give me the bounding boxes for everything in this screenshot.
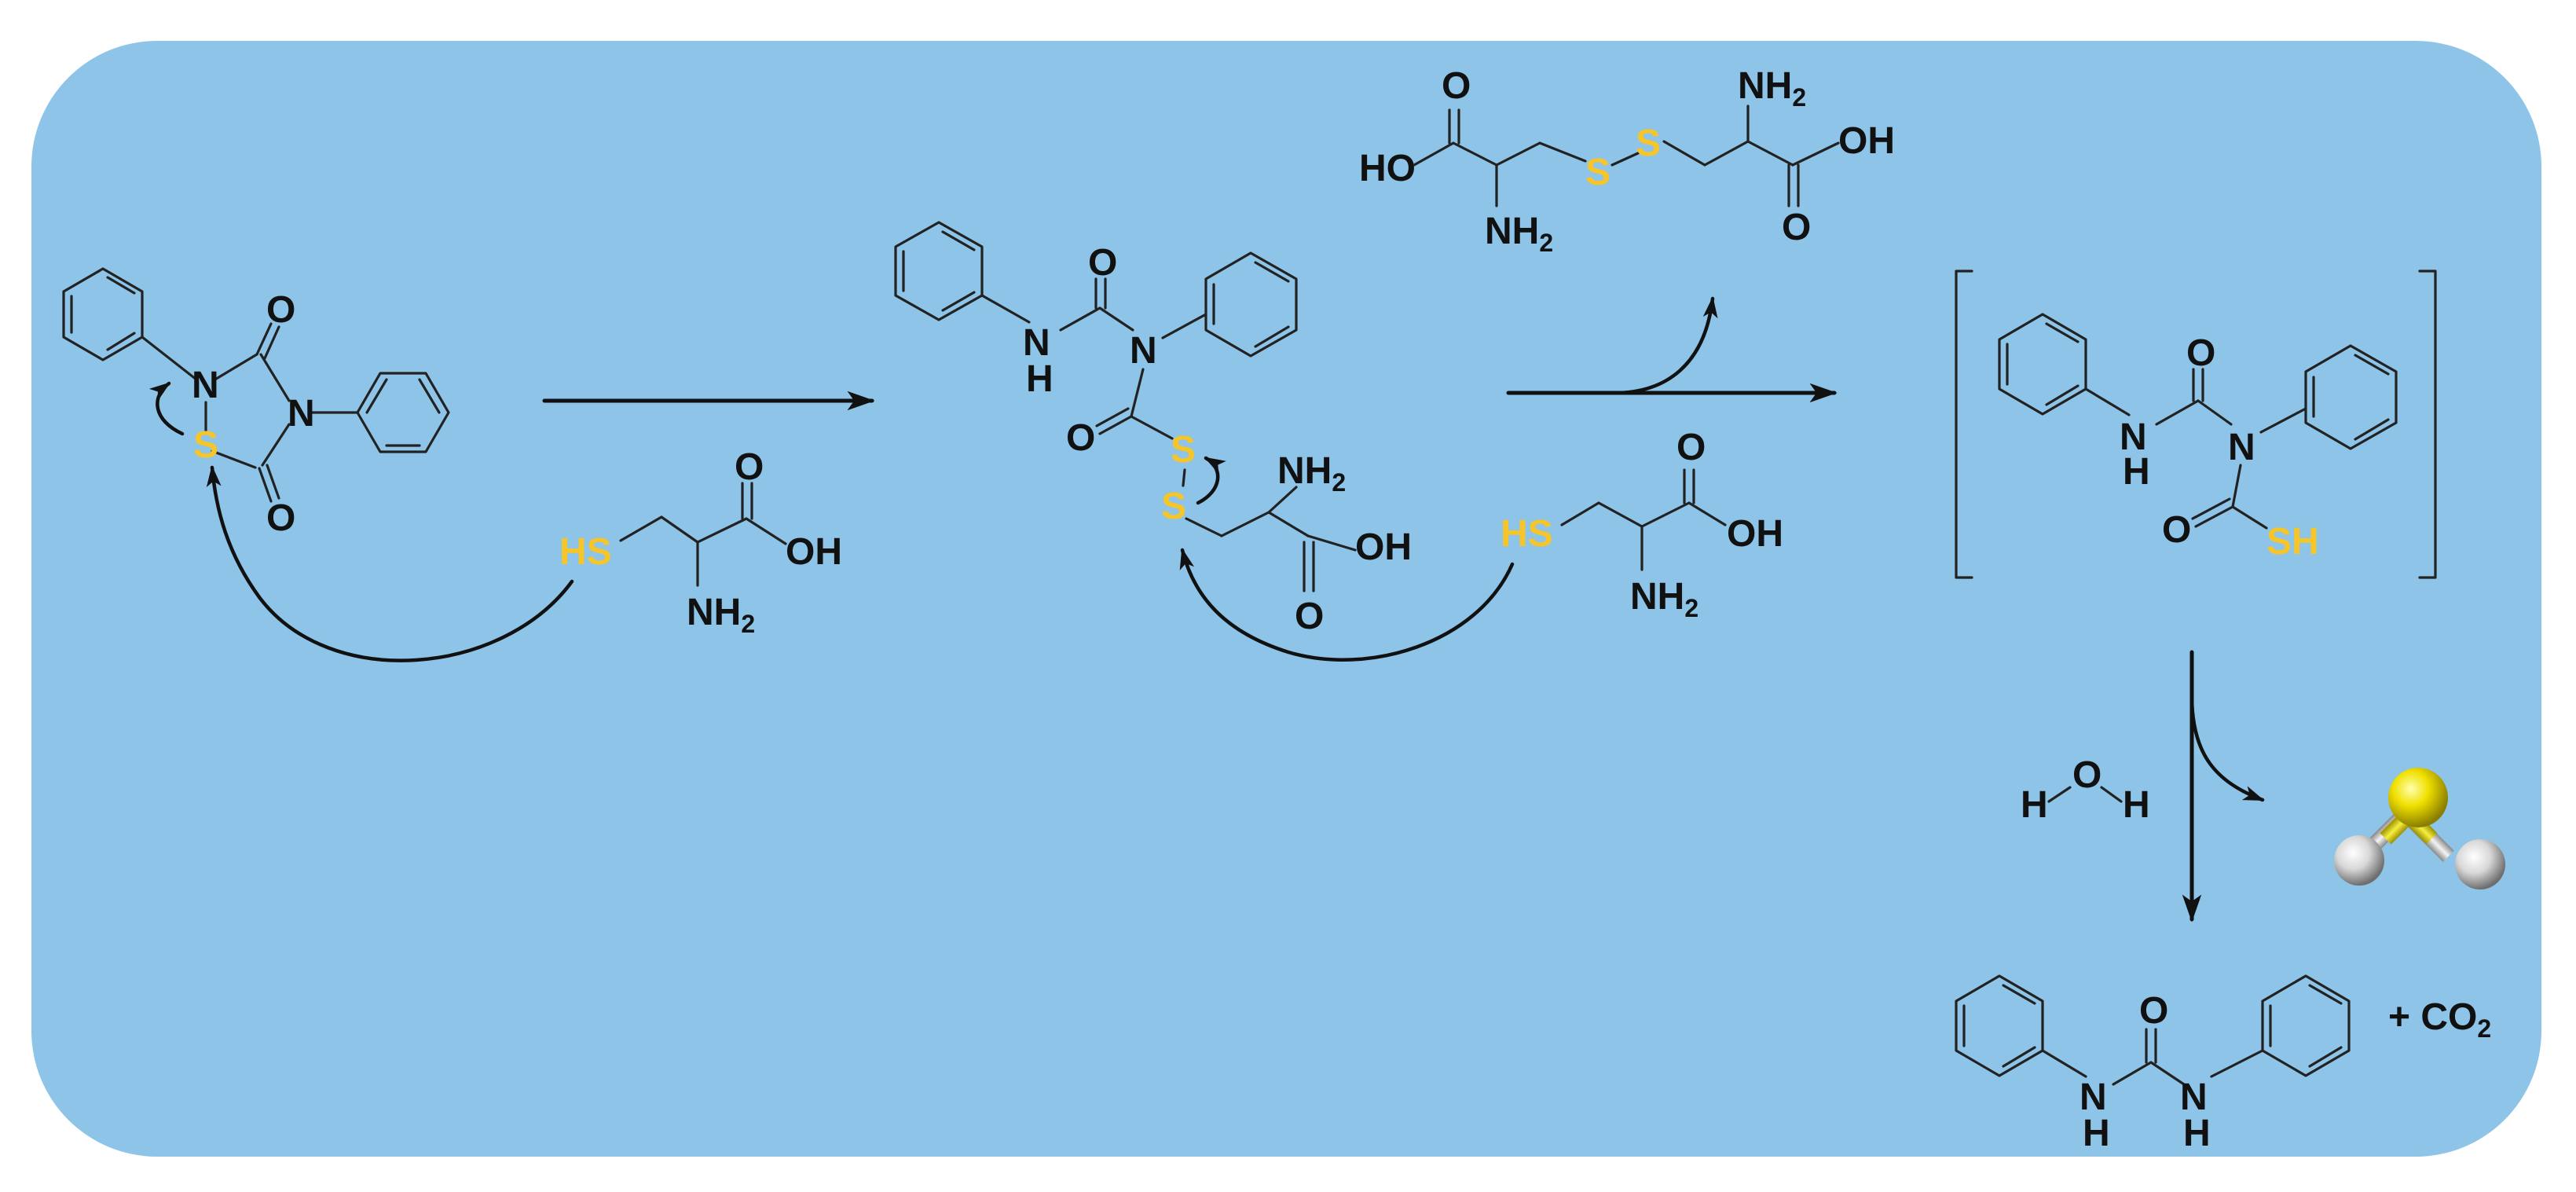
h2s-ball-and-stick-model — [2334, 768, 2505, 889]
atom-hs: HS — [559, 531, 612, 573]
atom-s-ring: S — [193, 424, 218, 466]
atom-nh-mol2: N — [1023, 322, 1050, 364]
atom-hs-2: HS — [1501, 513, 1553, 555]
molecule-dithiazolidinedione: N N S O O — [62, 267, 450, 539]
atom-o-urea: O — [2139, 990, 2168, 1032]
atom-o-cys2: O — [1676, 427, 1706, 468]
atom-o-urea-mol2: O — [1088, 242, 1117, 284]
atom-oh-cys1: OH — [786, 531, 842, 573]
atom-o-urea-int: O — [2186, 332, 2215, 374]
atom-sh-int: SH — [2266, 521, 2319, 563]
atom-s-cystine-1: S — [1585, 152, 1610, 193]
atom-nh2-cystine-1: NH2 — [1485, 211, 1553, 257]
atom-oh-cys2: OH — [1727, 513, 1783, 555]
atom-nh-urea-2: N — [2180, 1076, 2208, 1118]
atom-nh-int: N — [2120, 416, 2147, 458]
atom-n-mol2: N — [1130, 330, 1157, 372]
molecule-thiocarbamic-intermediate: N H O N O SH — [1955, 270, 2437, 579]
atom-n4: N — [288, 393, 315, 435]
atom-h-urea-2: H — [2183, 1113, 2211, 1154]
atom-s2-mol2: S — [1161, 486, 1186, 527]
curly-arrow-attack-2 — [1179, 548, 1515, 662]
atom-nh2-cys2: NH2 — [1630, 576, 1698, 622]
atom-n1: N — [192, 365, 219, 406]
atom-h-int: H — [2123, 451, 2150, 493]
release-arrow-cystine — [1612, 296, 1718, 395]
molecule-cysteine-2: HS O OH NH2 — [1501, 427, 1783, 622]
molecule-cystine: HO O NH2 S S NH2 OH O — [1359, 65, 1895, 257]
atom-o-cystine-2: O — [1782, 207, 1811, 248]
atom-n-int: N — [2228, 427, 2255, 468]
atom-o-bottom: O — [266, 497, 295, 539]
atom-o-cystine-1: O — [1442, 65, 1471, 107]
atom-nh2-cystine-2: NH2 — [1738, 65, 1806, 112]
molecule-cysteine-1: HS O OH NH2 — [559, 446, 842, 638]
atom-o-thiocarb-mol2: O — [1066, 417, 1095, 459]
curly-arrow-attack-1 — [206, 465, 574, 662]
atom-o-water: O — [2072, 754, 2101, 796]
atom-o-mol2: O — [1295, 596, 1324, 637]
atom-h-water-2: H — [2123, 784, 2150, 826]
atom-o-cys1: O — [735, 446, 764, 488]
atom-o-top: O — [266, 289, 295, 331]
atom-ho-cystine: HO — [1359, 148, 1416, 189]
atom-o-thio-int: O — [2162, 509, 2191, 551]
background-panel — [31, 41, 2541, 1157]
atom-oh-cystine: OH — [1838, 120, 1895, 162]
byproduct-co2: + CO2 — [2388, 996, 2491, 1043]
atom-s-cystine-2: S — [1636, 123, 1661, 164]
atom-nh2-cys1: NH2 — [687, 592, 755, 638]
molecule-diphenylurea: N H O N H + CO2 — [1955, 974, 2491, 1154]
molecule-mixed-disulfide: N H O N O S S NH2 OH O — [894, 221, 1412, 637]
atom-oh-mol2: OH — [1355, 526, 1412, 568]
atom-h-urea-1: H — [2083, 1113, 2110, 1154]
atom-h-water-1: H — [2021, 784, 2048, 826]
molecule-water: H O H — [2021, 754, 2150, 826]
release-arrow-h2s — [2189, 693, 2265, 802]
atom-s1-mol2: S — [1171, 429, 1196, 471]
atom-nh2-mol2: NH2 — [1277, 450, 1346, 497]
atom-nh-urea-1: N — [2079, 1076, 2107, 1118]
atom-h-mol2: H — [1026, 358, 1053, 400]
